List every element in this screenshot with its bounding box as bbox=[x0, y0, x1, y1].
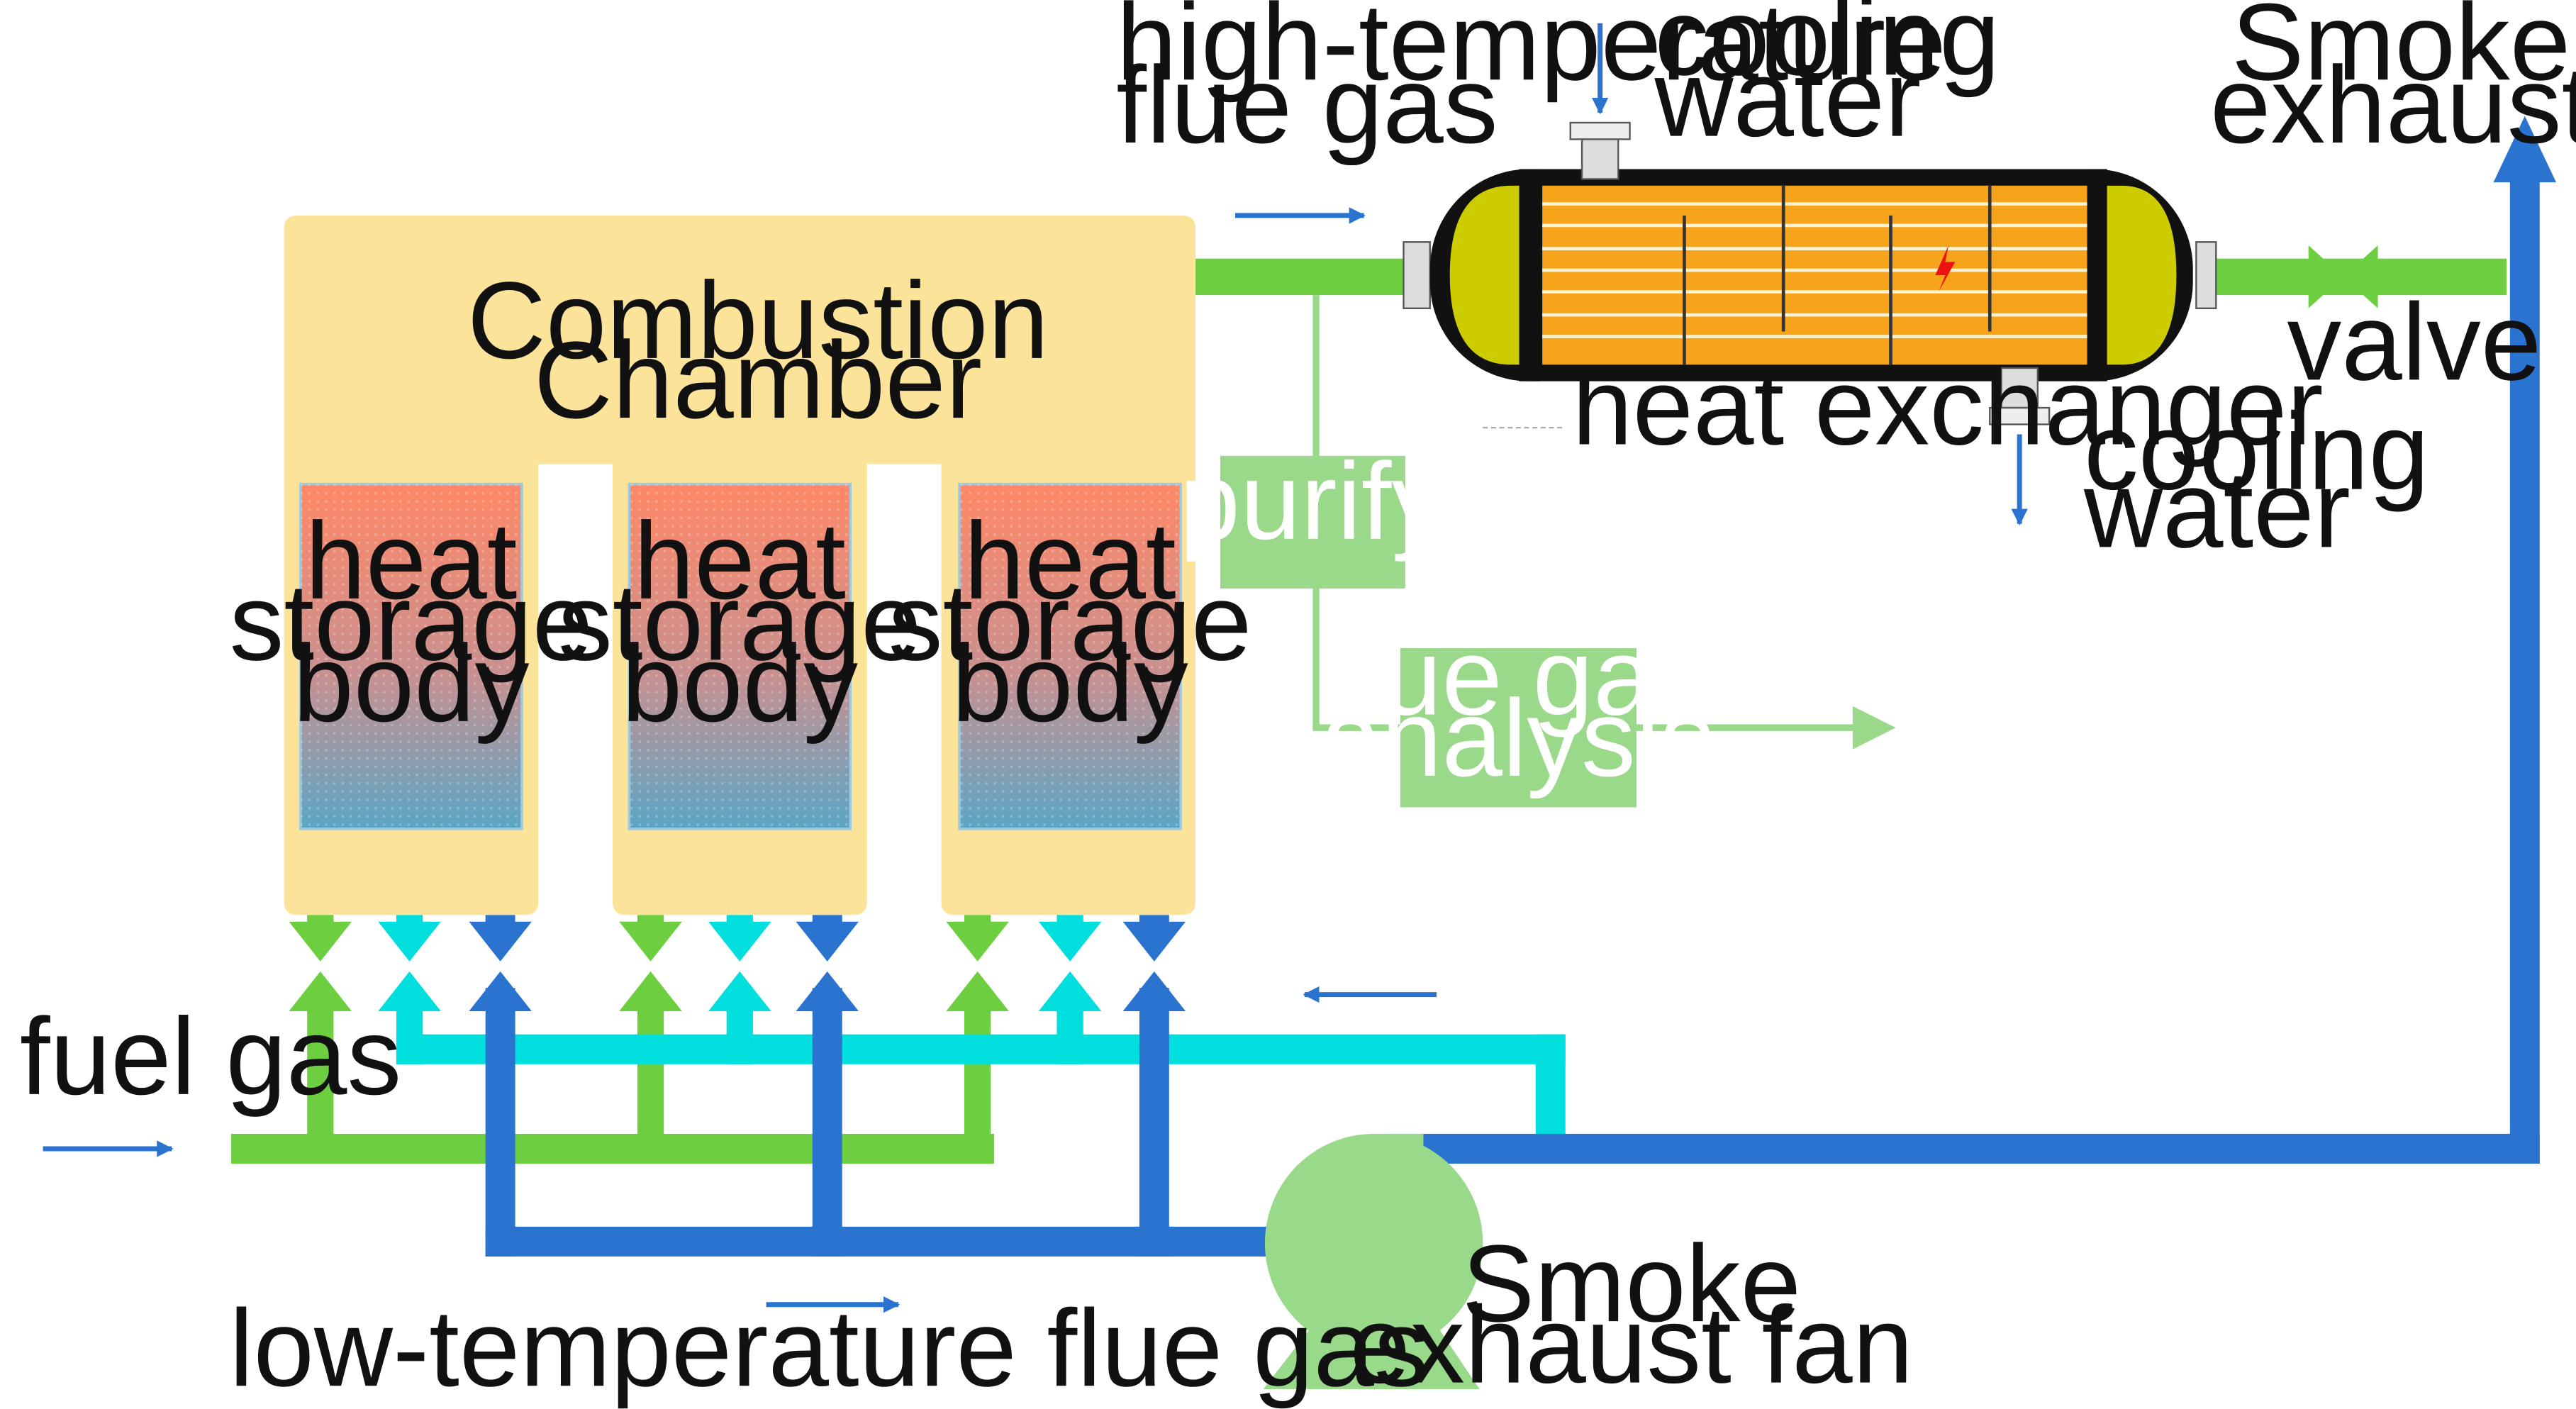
storage-body-label: body bbox=[952, 623, 1188, 745]
heat-storage-body-2: heat storage body bbox=[558, 482, 922, 830]
heat-storage-body-3: heat storage body bbox=[888, 482, 1252, 830]
flue-valve-icon bbox=[469, 915, 1186, 1011]
storage-body-label: heat bbox=[305, 500, 517, 622]
hot-flue-pipe bbox=[1195, 245, 2507, 308]
analysis-label-line2: analysis bbox=[1321, 677, 1714, 799]
analysis-label-line1: flue gas bbox=[1327, 616, 1708, 737]
fan-label-line2: exhaust fan bbox=[1350, 1283, 1914, 1405]
air-valve-icon bbox=[378, 915, 1102, 1011]
storage-body-label: storage bbox=[558, 561, 922, 683]
storage-body-label: storage bbox=[888, 561, 1252, 683]
heat-icon bbox=[1935, 245, 1956, 292]
low-temp-gas-label: low-temperature flue gas bbox=[229, 1287, 1428, 1409]
flow-arrows bbox=[43, 23, 2028, 1313]
heat-exchanger bbox=[1403, 121, 2217, 429]
cooling-water-in-line2: water bbox=[1654, 37, 1922, 159]
air-pipe bbox=[396, 988, 1566, 1137]
chamber-label-line1: Combustion bbox=[467, 260, 1049, 382]
storage-body-label: heat bbox=[964, 500, 1176, 622]
valve-row bbox=[289, 915, 1186, 1011]
flue-gas-analysis-box: flue gas analysis bbox=[1321, 616, 1714, 808]
sampling-line bbox=[1312, 295, 1860, 731]
chamber-label-line2: Chamber bbox=[534, 319, 982, 441]
fuel-valve-icon bbox=[289, 915, 1009, 1011]
heat-storage-body-1: heat storage body bbox=[230, 482, 593, 830]
smoke-exhaust-fan bbox=[1263, 1133, 1483, 1389]
storage-body-label: body bbox=[293, 623, 529, 745]
storage-body-label: heat bbox=[634, 500, 846, 622]
fan-label-line1: Smoke bbox=[1462, 1223, 1801, 1344]
valve-label: valve bbox=[2287, 281, 2541, 403]
fuel-gas-pipe bbox=[231, 988, 994, 1164]
smoke-exhaust-label-line2: exhaust bbox=[2210, 44, 2576, 166]
fuel-gas-label: fuel gas bbox=[20, 996, 401, 1118]
storage-body-label: body bbox=[622, 623, 858, 745]
storage-body-label: storage bbox=[230, 561, 593, 683]
purify-box: purify bbox=[1180, 440, 1446, 589]
heat-exchanger-label: heat exchanger bbox=[1572, 345, 2324, 467]
cooling-water-out-line1: cooling bbox=[2084, 390, 2429, 512]
low-temp-flue-pipe bbox=[485, 116, 2557, 1257]
hot-gas-label-line2: flue gas bbox=[1116, 44, 1498, 166]
sampling-arrow-icon bbox=[1852, 706, 1896, 750]
hot-gas-label-line1: high-temperature bbox=[1116, 0, 1946, 103]
smoke-exhaust-label-line1: Smoke bbox=[2231, 0, 2570, 103]
cooling-water-in-line1: cooling bbox=[1655, 0, 2000, 98]
purify-label: purify bbox=[1180, 440, 1446, 562]
cooling-water-out-line2: water bbox=[2083, 448, 2351, 570]
